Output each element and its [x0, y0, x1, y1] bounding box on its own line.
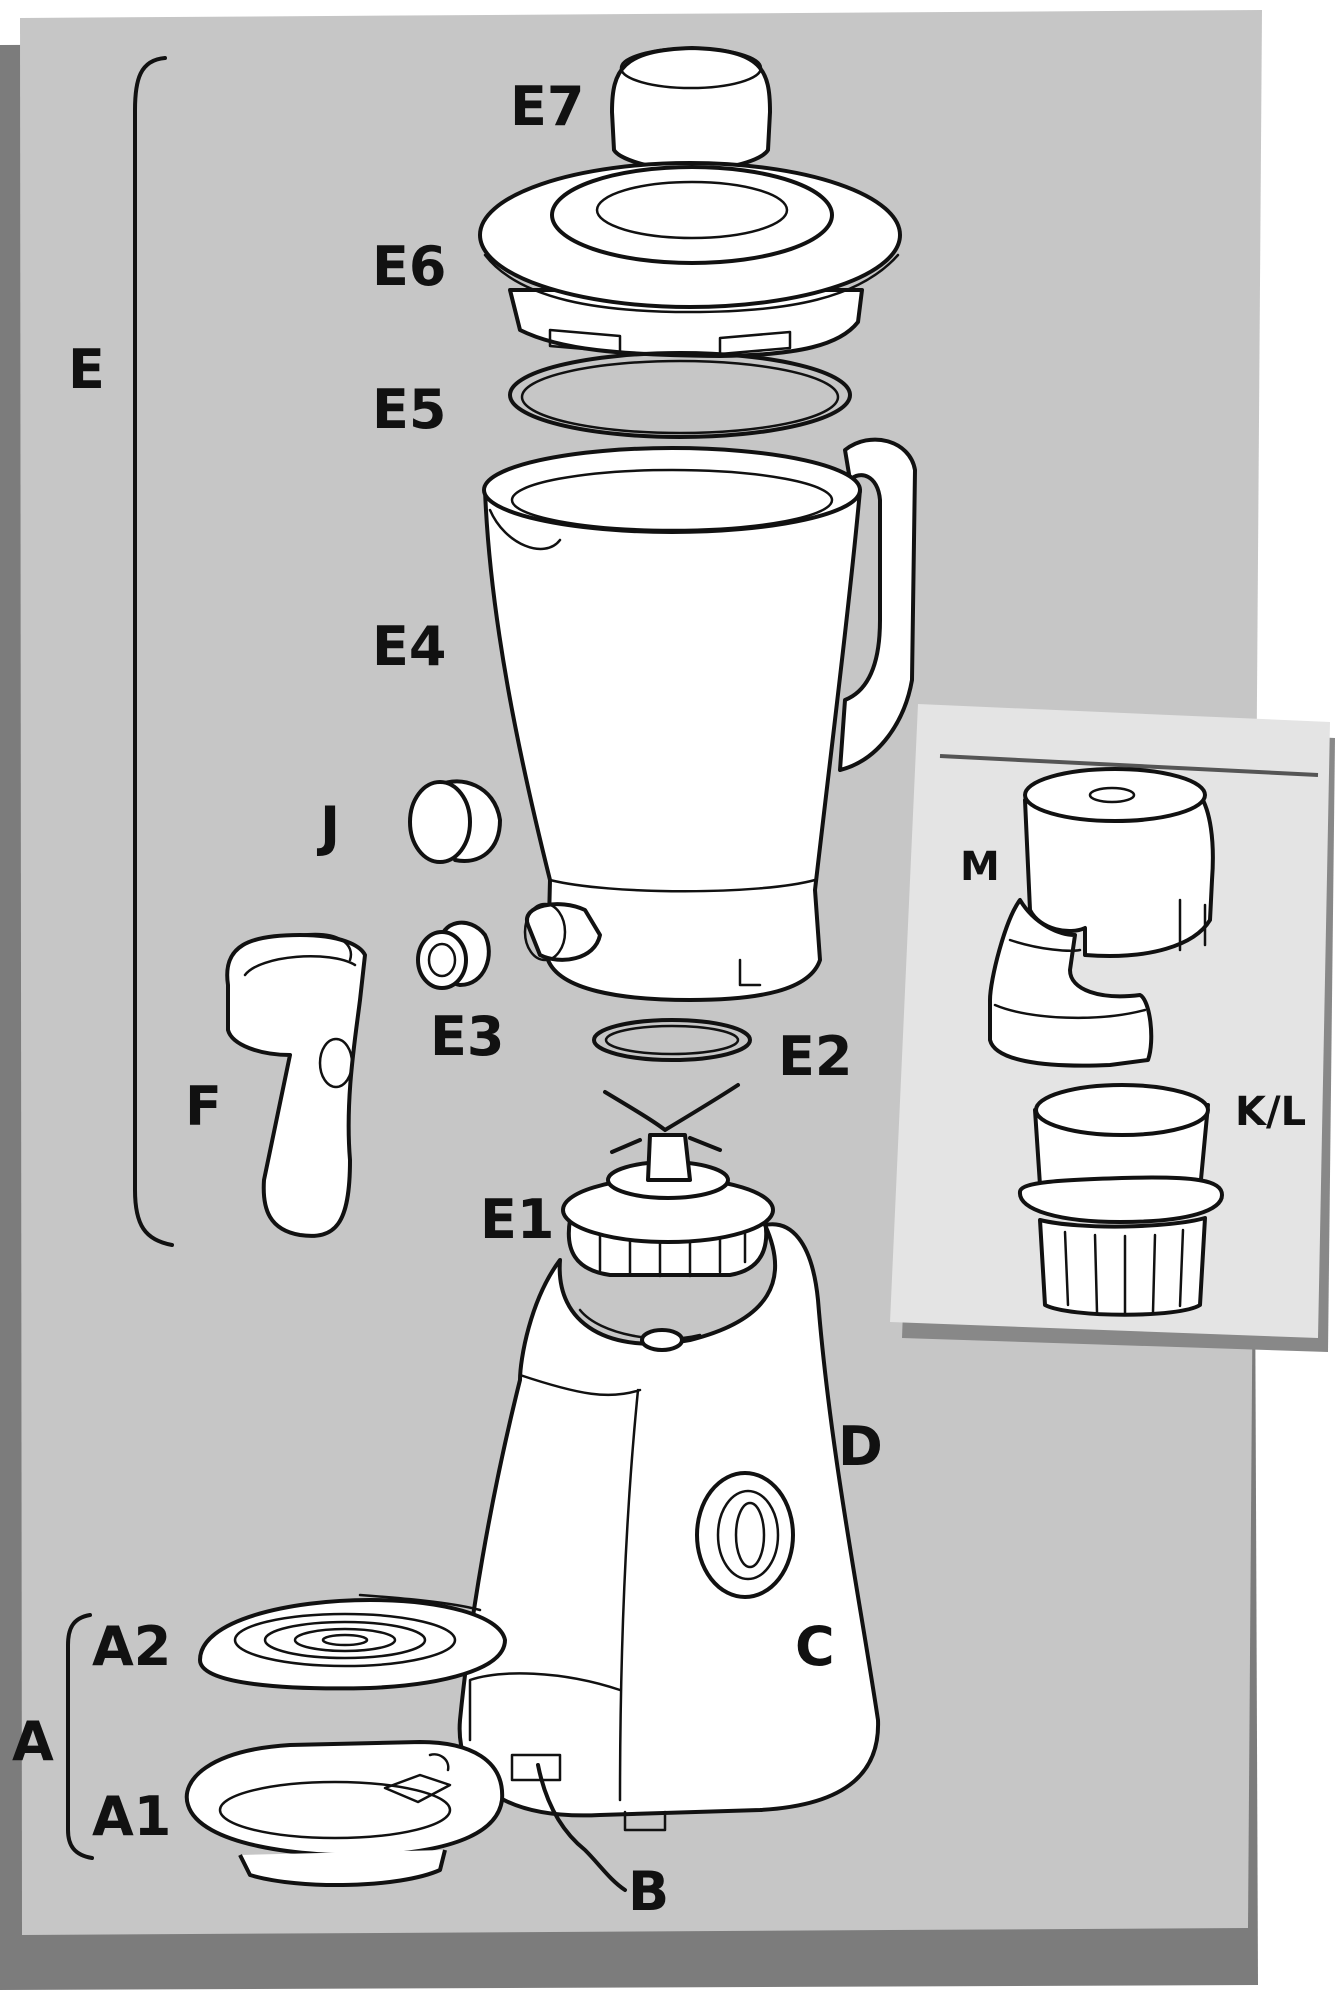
- part-e6-lid: [478, 161, 902, 358]
- label-j: J: [316, 795, 340, 858]
- label-e5: E5: [372, 378, 446, 441]
- label-c: C: [795, 1615, 835, 1678]
- label-kl: K/L: [1235, 1089, 1306, 1135]
- label-a2: A2: [92, 1615, 171, 1678]
- bracket-a: [66, 1613, 94, 1860]
- part-kl-grinder: [1018, 1083, 1224, 1317]
- label-e6: E6: [372, 235, 446, 298]
- label-e3: E3: [430, 1005, 504, 1068]
- part-a1-base: [184, 1740, 505, 1887]
- label-e1: E1: [480, 1188, 554, 1251]
- label-d: D: [838, 1415, 883, 1478]
- label-a: A: [12, 1710, 54, 1773]
- label-e: E: [68, 338, 105, 401]
- part-f-handle: [225, 932, 367, 1238]
- part-e4-jar: [482, 437, 917, 1002]
- part-e2-seal: [592, 1018, 752, 1062]
- label-e7: E7: [510, 75, 584, 138]
- inset-divider: [939, 754, 1319, 777]
- part-e3-ring: [416, 920, 491, 990]
- part-a2-tray: [198, 1593, 507, 1691]
- part-j-cap: [408, 779, 502, 864]
- part-b-cord: [536, 1763, 627, 1892]
- label-e4: E4: [372, 615, 446, 678]
- bracket-e: [133, 56, 174, 1247]
- label-a1: A1: [92, 1785, 171, 1848]
- label-f: F: [185, 1075, 222, 1138]
- label-e2: E2: [778, 1025, 852, 1088]
- part-m-chopper: [988, 767, 1215, 1068]
- part-d-base: [457, 1222, 881, 1832]
- part-e7-cap: [610, 46, 772, 172]
- part-e5-gasket: [508, 351, 852, 439]
- label-b: B: [628, 1860, 669, 1923]
- part-c-dial: [695, 1471, 795, 1599]
- label-m: M: [960, 844, 1000, 890]
- part-e1-blade: [561, 1083, 775, 1278]
